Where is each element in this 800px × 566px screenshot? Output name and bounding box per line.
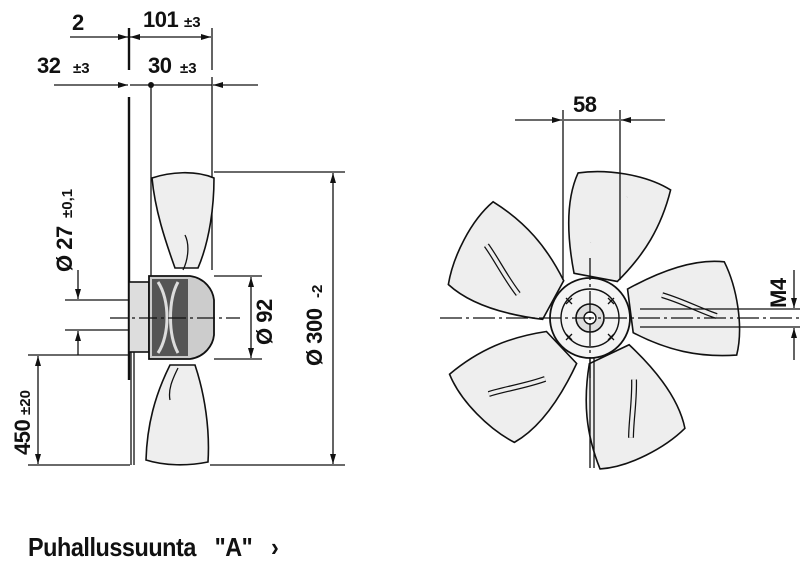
dim-58-label: 58 (573, 92, 597, 117)
fan-blade-side (151, 171, 215, 269)
airflow-direction-label: Puhallussuunta (28, 532, 196, 562)
dim-30-tolerance: ±3 (180, 60, 197, 77)
dim-m4-label: M4 (766, 277, 791, 308)
fan-blade-side (145, 364, 210, 466)
dim-d300-tolerance: -2 (309, 285, 326, 298)
dim-d27-label: Ø 27 (52, 226, 77, 272)
fan-blade (447, 200, 565, 321)
dim-d300-label: Ø 300 (302, 308, 327, 366)
dim-450-tolerance: ±20 (17, 390, 34, 415)
side-view: 2 101 ±3 32 ±3 30 ±3 Ø 27 ±0,1 (10, 7, 345, 466)
dim-2-label: 2 (72, 10, 84, 35)
fan-blade (626, 260, 741, 357)
chevron-right-icon: › (270, 532, 279, 562)
dim-d92-label: Ø 92 (252, 299, 277, 345)
fan-blade (585, 343, 686, 470)
dim-101-label: 101 (143, 7, 178, 32)
airflow-direction-code: "A" (214, 532, 253, 562)
motor-flange (128, 281, 150, 353)
dim-450-label: 450 (10, 420, 35, 455)
dim-101-tolerance: ±3 (184, 14, 201, 31)
front-view: 58 M4 (440, 92, 800, 470)
airflow-direction-caption: Puhallussuunta "A" › (28, 532, 291, 563)
dim-32-label: 32 (37, 53, 61, 78)
fan-blade (567, 170, 672, 283)
fan-blade (448, 330, 578, 444)
dim-32-tolerance: ±3 (73, 60, 90, 77)
dim-30-label: 30 (148, 53, 172, 78)
dim-d27-tolerance: ±0,1 (59, 189, 76, 218)
